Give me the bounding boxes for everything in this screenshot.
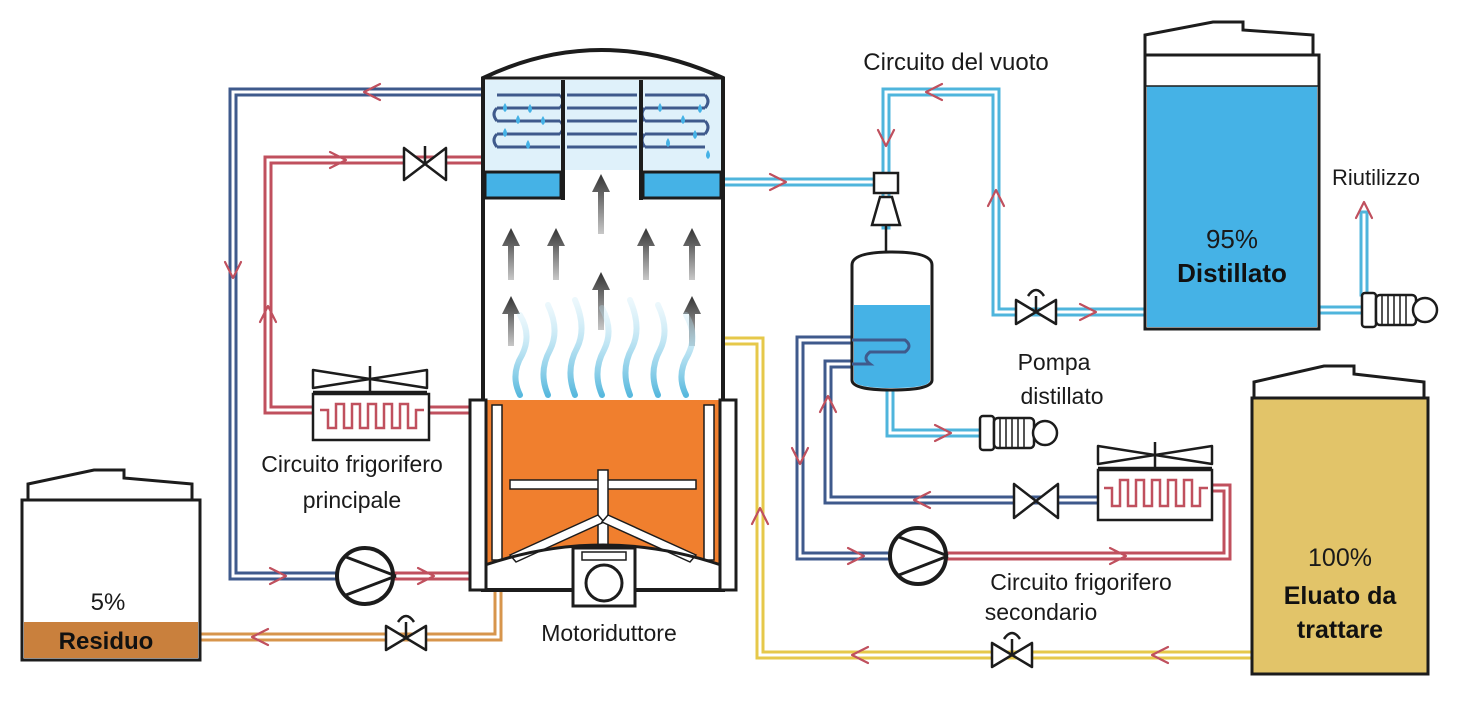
residue-percent: 5% xyxy=(91,589,126,616)
pump-icon xyxy=(888,526,949,586)
coil-icon xyxy=(1104,478,1208,508)
vacuum-separator xyxy=(850,250,934,392)
valve-icon xyxy=(990,631,1034,669)
valve-icon xyxy=(402,146,448,182)
main-fridge-label-line2: principale xyxy=(303,487,401,513)
valve-icon xyxy=(384,614,428,652)
arrow-icon xyxy=(750,506,770,526)
arrow-icon xyxy=(1150,645,1170,665)
arrow-icon xyxy=(416,566,436,586)
coil-icon xyxy=(320,402,424,430)
vacuum-circuit-label: Circuito del vuoto xyxy=(863,49,1048,76)
residue-name: Residuo xyxy=(59,628,154,655)
evaporator-column xyxy=(468,48,738,592)
arrow-icon xyxy=(790,446,810,466)
secondary-cold-pipe xyxy=(795,335,1103,561)
secondary-fridge-label-line2: secondario xyxy=(985,599,1098,625)
distillate-percent: 95% xyxy=(1206,224,1258,254)
pump-icon xyxy=(1360,291,1439,329)
valve-icon xyxy=(1014,288,1058,326)
vapor-arrows xyxy=(502,174,701,346)
fan-icon xyxy=(1096,442,1214,470)
secondary-fridge-label-line1: Circuito frigorifero xyxy=(990,569,1172,595)
coil-icon xyxy=(852,338,911,366)
arrow-icon xyxy=(223,260,243,280)
arrow-icon xyxy=(1354,200,1374,220)
gearmotor-label: Motoriduttore xyxy=(541,620,677,646)
main-fridge-label-line1: Circuito frigorifero xyxy=(261,451,443,477)
arrow-icon xyxy=(912,490,932,510)
residue-tank xyxy=(20,468,202,662)
reuse-label: Riutilizzo xyxy=(1332,165,1420,190)
arrow-icon xyxy=(818,394,838,414)
arrow-icon xyxy=(362,82,382,102)
arrow-icon xyxy=(986,188,1006,208)
eluate-name-line1: Eluato da xyxy=(1284,582,1398,610)
fan-icon xyxy=(311,366,429,394)
distillate-pump-label-line2: distillato xyxy=(1020,383,1103,409)
distillate-tank xyxy=(1143,20,1321,331)
arrow-icon xyxy=(924,82,944,102)
main-hot-pipe xyxy=(263,155,490,581)
main-condenser-unit xyxy=(311,366,431,442)
eluate-name-line2: trattare xyxy=(1297,616,1383,644)
arrow-icon xyxy=(258,304,278,324)
arrow-icon xyxy=(1108,546,1128,566)
arrow-icon xyxy=(250,627,270,647)
arrow-icon xyxy=(876,128,896,148)
eluate-tank xyxy=(1250,364,1430,676)
agitator xyxy=(508,469,698,563)
eluate-percent: 100% xyxy=(1308,544,1372,572)
distillate-pump-label-line1: Pompa xyxy=(1018,349,1091,375)
pump-icon xyxy=(978,414,1059,452)
motor-icon xyxy=(571,546,637,608)
residue-pipe xyxy=(195,585,503,642)
arrow-icon xyxy=(846,546,866,566)
arrow-icon xyxy=(328,150,348,170)
arrow-icon xyxy=(1078,302,1098,322)
arrow-icon xyxy=(850,645,870,665)
secondary-hot-pipe xyxy=(940,483,1232,561)
pump-icon xyxy=(335,546,397,606)
ejector-icon xyxy=(870,171,902,252)
arrow-icon xyxy=(768,172,788,192)
secondary-condenser-unit xyxy=(1096,442,1214,522)
valve-icon xyxy=(1012,482,1060,520)
distillate-name: Distillato xyxy=(1177,258,1287,288)
arrow-icon xyxy=(268,566,288,586)
arrow-icon xyxy=(933,423,953,443)
